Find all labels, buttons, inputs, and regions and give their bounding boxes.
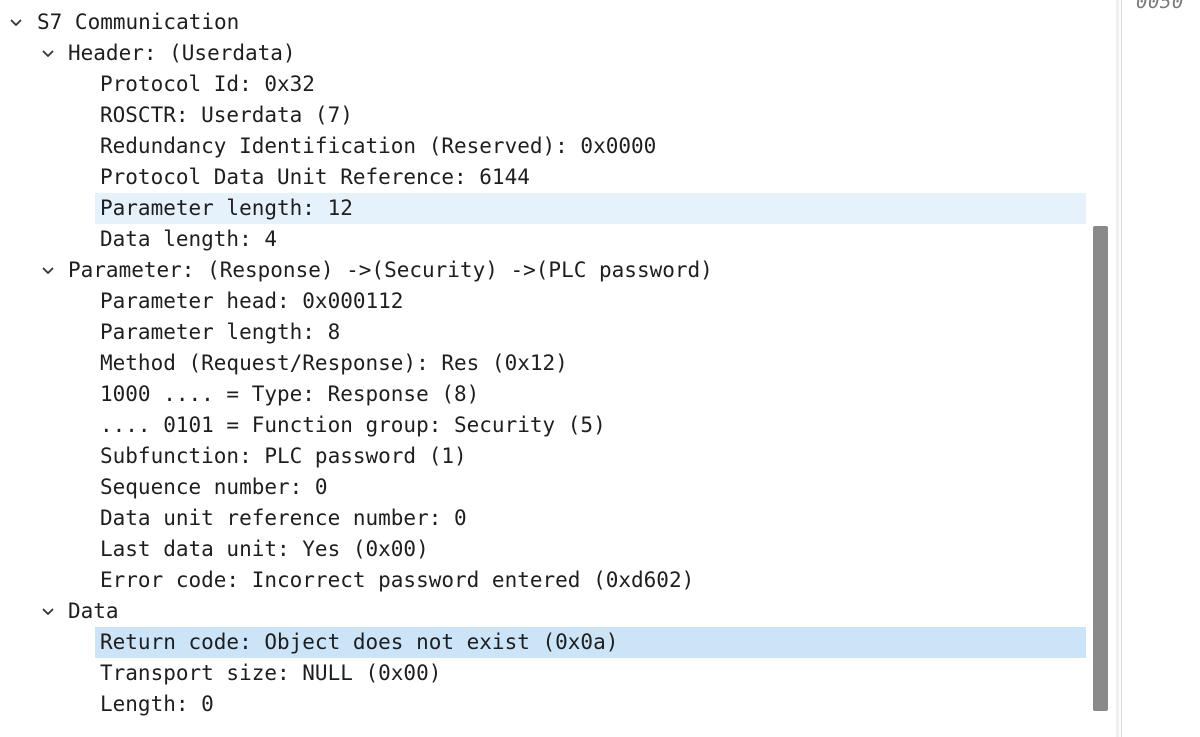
- tree-row-label: Subfunction: PLC password (1): [100, 444, 467, 468]
- chevron-down-icon[interactable]: [40, 255, 56, 286]
- pane-splitter[interactable]: [1116, 0, 1119, 737]
- tree-row[interactable]: Data: [0, 596, 1086, 627]
- tree-row-label: Return code: Object does not exist (0x0a…: [100, 630, 619, 654]
- tree-row[interactable]: Protocol Id: 0x32: [0, 69, 1086, 100]
- tree-row-label: .... 0101 = Function group: Security (5): [100, 413, 606, 437]
- tree-row[interactable]: Sequence number: 0: [0, 472, 1086, 503]
- tree-row[interactable]: Data length: 4: [0, 224, 1086, 255]
- tree-row[interactable]: Protocol Data Unit Reference: 6144: [0, 162, 1086, 193]
- tree-row[interactable]: Length: 0: [0, 689, 1086, 720]
- tree-row-label: Protocol Data Unit Reference: 6144: [100, 165, 530, 189]
- tree-row-label: Protocol Id: 0x32: [100, 72, 315, 96]
- tree-row[interactable]: Parameter length: 8: [0, 317, 1086, 348]
- tree-row-label: Data: [68, 599, 119, 623]
- tree-row[interactable]: Subfunction: PLC password (1): [0, 441, 1086, 472]
- tree-row[interactable]: S7 Communication: [0, 7, 1086, 38]
- tree-row[interactable]: Parameter head: 0x000112: [0, 286, 1086, 317]
- tree-row[interactable]: Return code: Object does not exist (0x0a…: [95, 627, 1086, 658]
- tree-row[interactable]: .... 0101 = Function group: Security (5): [0, 410, 1086, 441]
- tree-row[interactable]: Parameter length: 12: [95, 193, 1086, 224]
- tree-row-label: ROSCTR: Userdata (7): [100, 103, 353, 127]
- chevron-down-icon[interactable]: [8, 7, 24, 38]
- tree-row-label: Parameter: (Response) ->(Security) ->(PL…: [68, 258, 713, 282]
- tree-row-label: Parameter head: 0x000112: [100, 289, 404, 313]
- tree-row[interactable]: Data unit reference number: 0: [0, 503, 1086, 534]
- tree-row-label: Error code: Incorrect password entered (…: [100, 568, 695, 592]
- tree-row-label: Data length: 4: [100, 227, 278, 251]
- packet-bytes-pane[interactable]: 0050: [1122, 0, 1200, 737]
- chevron-down-icon[interactable]: [40, 38, 56, 69]
- tree-row-label: Last data unit: Yes (0x00): [100, 537, 429, 561]
- vertical-scrollbar-thumb[interactable]: [1093, 226, 1108, 711]
- tree-row[interactable]: Parameter: (Response) ->(Security) ->(PL…: [0, 255, 1086, 286]
- tree-row[interactable]: Redundancy Identification (Reserved): 0x…: [0, 131, 1086, 162]
- tree-row-label: Header: (Userdata): [68, 41, 296, 65]
- tree-row[interactable]: Header: (Userdata): [0, 38, 1086, 69]
- tree-row[interactable]: Method (Request/Response): Res (0x12): [0, 348, 1086, 379]
- tree-row[interactable]: 1000 .... = Type: Response (8): [0, 379, 1086, 410]
- tree-row-label: Data unit reference number: 0: [100, 506, 467, 530]
- hex-offset-label: 0050: [1136, 0, 1184, 13]
- tree-row-label: Length: 0: [100, 692, 214, 716]
- tree-row-label: Redundancy Identification (Reserved): 0x…: [100, 134, 657, 158]
- tree-row[interactable]: Transport size: NULL (0x00): [0, 658, 1086, 689]
- pane-divider-line: [1121, 0, 1122, 737]
- tree-row[interactable]: Error code: Incorrect password entered (…: [0, 565, 1086, 596]
- tree-row-label: Parameter length: 8: [100, 320, 341, 344]
- tree-row-label: Parameter length: 12: [100, 196, 353, 220]
- tree-row-label: 1000 .... = Type: Response (8): [100, 382, 480, 406]
- tree-row[interactable]: Last data unit: Yes (0x00): [0, 534, 1086, 565]
- tree-row[interactable]: ROSCTR: Userdata (7): [0, 100, 1086, 131]
- tree-row-label: S7 Communication: [37, 10, 240, 34]
- tree-row-label: Method (Request/Response): Res (0x12): [100, 351, 568, 375]
- partial-row-text: . . .: [38, 0, 101, 9]
- tree-row-label: Sequence number: 0: [100, 475, 328, 499]
- chevron-down-icon[interactable]: [40, 596, 56, 627]
- tree-row-label: Transport size: NULL (0x00): [100, 661, 442, 685]
